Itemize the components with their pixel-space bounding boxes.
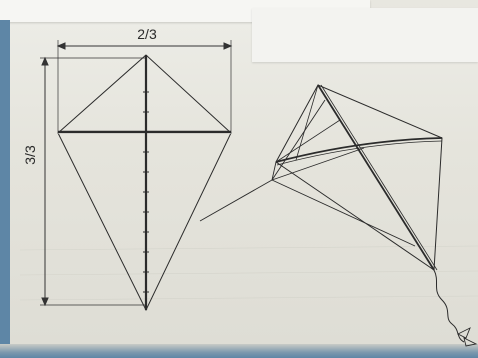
tail-bow xyxy=(456,327,478,347)
perspective-kite xyxy=(199,84,478,347)
perspective-kite-spine xyxy=(317,84,435,271)
book-page xyxy=(10,20,478,344)
page-edge-left xyxy=(0,20,10,358)
width-dimension xyxy=(56,40,233,133)
page-ruling xyxy=(19,245,478,301)
page-edge-bottom xyxy=(0,344,478,358)
flat-kite xyxy=(57,54,232,312)
perspective-kite-cross-spar xyxy=(275,137,443,163)
height-dimension xyxy=(40,56,146,307)
bridle-lines xyxy=(271,99,416,247)
spine-lashings xyxy=(143,91,149,293)
paper-strip-right xyxy=(252,8,478,62)
width-label: 2/3 xyxy=(137,26,157,42)
height-label: 3/3 xyxy=(22,145,38,165)
kite-tail xyxy=(433,269,465,343)
flying-line xyxy=(199,179,273,222)
